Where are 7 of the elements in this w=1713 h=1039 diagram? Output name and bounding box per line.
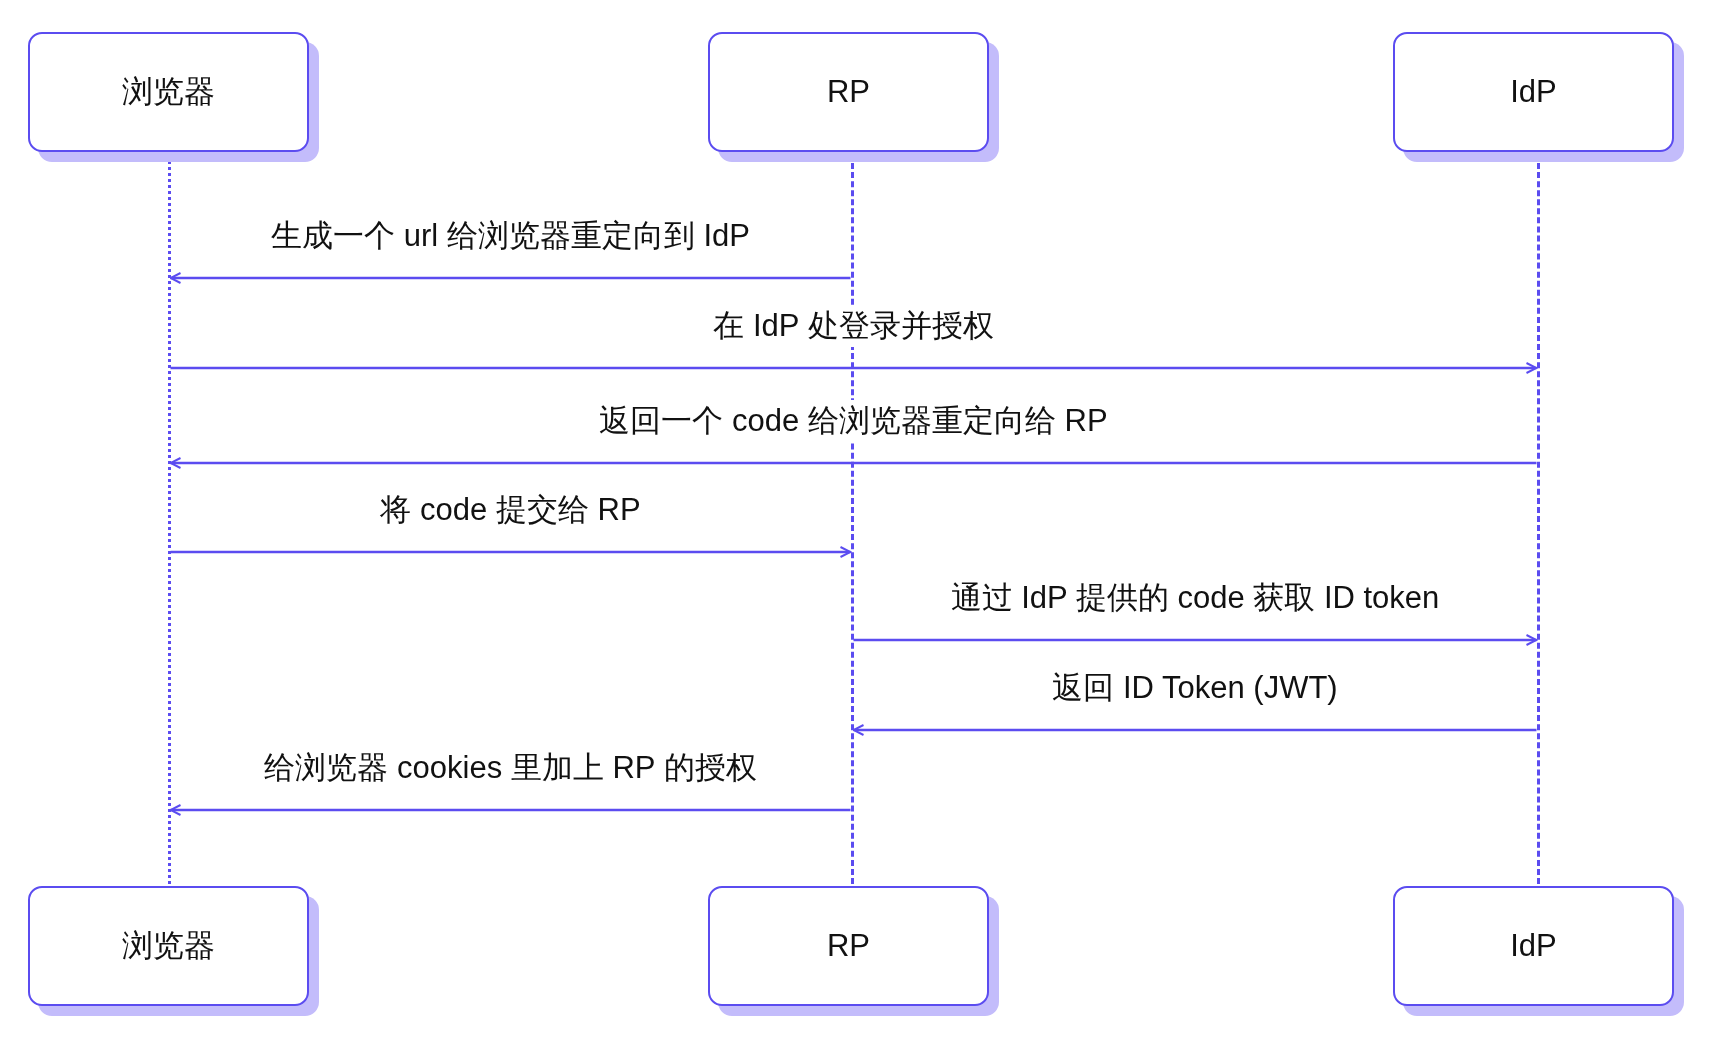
message-arrow [169, 804, 851, 816]
message-arrow [853, 634, 1538, 646]
message-arrow [170, 362, 1538, 374]
message-arrow [852, 724, 1537, 736]
message-arrow [170, 546, 852, 558]
message-arrow [169, 272, 851, 284]
message-arrow [169, 457, 1537, 469]
